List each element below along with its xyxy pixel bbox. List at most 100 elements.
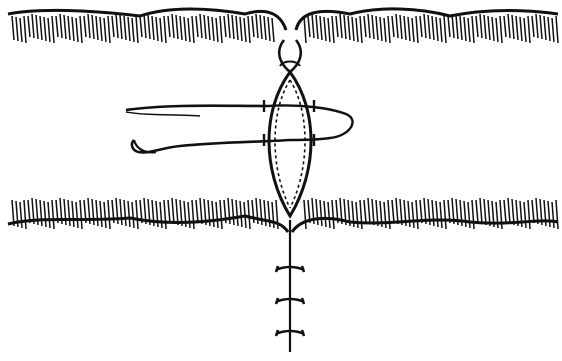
hatch-mark [120, 15, 122, 39]
hatch-mark [16, 17, 18, 41]
hatch-mark [412, 202, 414, 228]
hatch-mark [244, 18, 246, 42]
hatch-mark [532, 16, 534, 37]
hatch-mark [176, 15, 178, 39]
hatch-mark [380, 17, 382, 41]
hatch-mark [412, 18, 414, 42]
hatch-mark [392, 200, 394, 223]
hatch-mark [156, 17, 158, 41]
hatch-mark [80, 16, 82, 43]
hatch-mark [432, 16, 434, 40]
hatch-mark [500, 16, 502, 43]
hatch-mark [132, 202, 134, 228]
hatch-mark [332, 16, 334, 43]
hatch-mark [20, 202, 22, 228]
hatch-mark [496, 18, 498, 42]
hatch-mark [272, 18, 274, 42]
hatch-mark [328, 18, 330, 42]
hatch-mark [92, 15, 94, 39]
hatch-mark [436, 17, 438, 41]
hatch-mark [304, 16, 306, 43]
hatch-mark [444, 16, 446, 43]
hatch-mark [132, 18, 134, 42]
hatch-mark [256, 14, 258, 38]
hatch-mark [76, 18, 78, 42]
hatch-mark [384, 18, 386, 42]
hatch-mark [320, 16, 322, 40]
hatch-mark [392, 16, 394, 37]
hatch-mark [72, 201, 74, 227]
hatch-mark [460, 16, 462, 40]
hatch-mark [472, 16, 474, 43]
hatch-mark [428, 15, 430, 39]
hatch-mark [368, 14, 370, 38]
hatch-mark [276, 200, 278, 229]
hatch-mark [192, 200, 194, 229]
hatch-mark [556, 200, 558, 229]
upper-bowel-wall [8, 9, 558, 43]
hatch-mark [536, 14, 538, 38]
hatch-mark [388, 16, 390, 43]
hatch-mark [488, 16, 490, 40]
hatch-mark [452, 14, 454, 38]
hatch-mark [156, 201, 158, 227]
hatch-mark [164, 16, 166, 43]
hatch-mark [60, 14, 62, 38]
hatch-mark [388, 200, 390, 229]
hatch-mark [484, 15, 486, 39]
hatch-mark [220, 16, 222, 43]
hatch-mark [492, 17, 494, 41]
hatch-mark [316, 199, 318, 225]
hatch-mark [196, 200, 198, 223]
hatch-mark [32, 14, 34, 38]
hatch-mark [104, 18, 106, 42]
hatch-mark [432, 200, 434, 226]
hatch-mark [408, 201, 410, 227]
hatch-mark [352, 17, 354, 41]
hatch-mark [524, 202, 526, 228]
hatch-mark [312, 14, 314, 38]
hatch-mark [24, 200, 26, 229]
hatch-mark [500, 200, 502, 229]
hatch-mark [548, 201, 550, 227]
hatch-mark [40, 16, 42, 40]
hatch-mark [372, 15, 374, 39]
hatch-mark [356, 18, 358, 42]
hatch-mark [440, 18, 442, 42]
hatch-mark [120, 199, 122, 225]
hatch-mark [416, 16, 418, 43]
hatch-mark [52, 16, 54, 43]
hatch-mark [424, 14, 426, 38]
hatch-mark [552, 18, 554, 42]
hatch-mark [124, 200, 126, 226]
hatch-mark [528, 16, 530, 43]
hatch-mark [408, 17, 410, 41]
hatch-mark [172, 198, 174, 224]
hatch-mark [148, 15, 150, 39]
hatch-mark [240, 17, 242, 41]
hatch-mark [12, 16, 14, 40]
hatch-mark [136, 200, 138, 229]
hatch-mark [244, 202, 246, 228]
hatch-mark [364, 16, 366, 37]
hatch-mark [128, 17, 130, 41]
hatch-mark [168, 200, 170, 223]
hatch-mark [508, 198, 510, 224]
hatch-mark [456, 15, 458, 39]
hatch-mark [136, 16, 138, 43]
hatch-mark [96, 16, 98, 40]
hatch-mark [140, 16, 142, 37]
hatch-mark [216, 202, 218, 228]
hatch-mark [360, 16, 362, 43]
hatch-mark [56, 16, 58, 37]
hatch-mark [260, 15, 262, 39]
hatch-mark [548, 17, 550, 41]
hatch-mark [212, 201, 214, 227]
hatch-mark [436, 201, 438, 227]
hatch-mark [216, 18, 218, 42]
hatch-mark [520, 17, 522, 41]
hatch-mark [248, 200, 250, 229]
hatch-mark [264, 200, 266, 226]
hatch-mark [248, 16, 250, 43]
hatch-mark [164, 200, 166, 229]
